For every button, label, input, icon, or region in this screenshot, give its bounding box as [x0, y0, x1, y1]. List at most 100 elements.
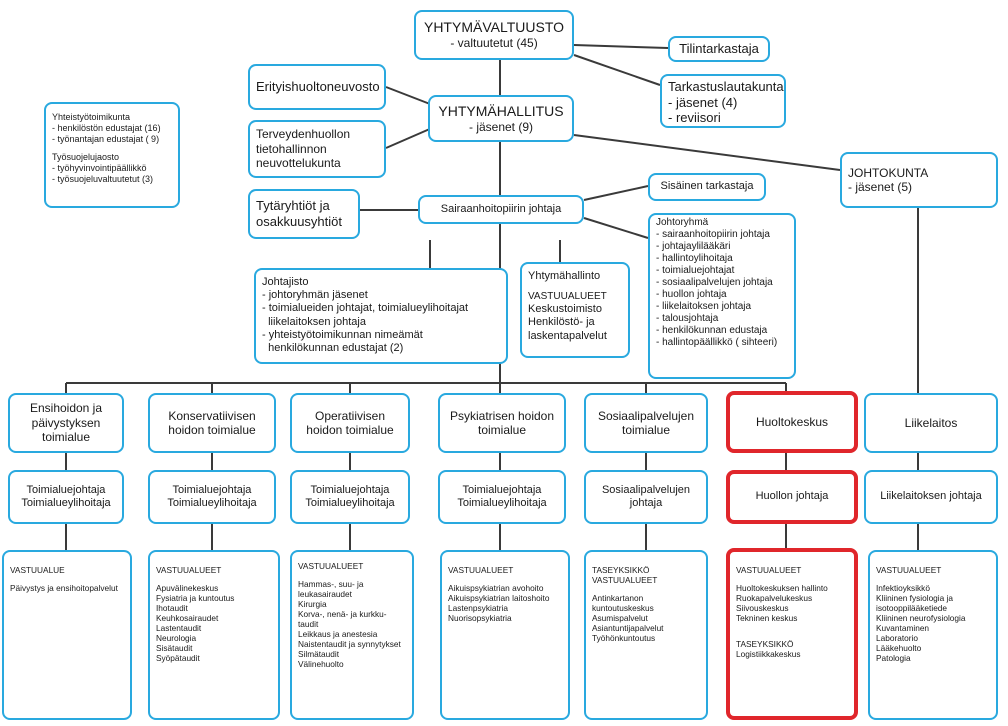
- internal-audit-label: Sisäinen tarkastaja: [660, 180, 754, 193]
- division-resp-item: Korva-, nenä- ja kurkku-: [298, 608, 387, 619]
- division-resp-item: Välinehuolto: [298, 658, 344, 669]
- auditor-label: Tilintarkastaja: [679, 41, 759, 57]
- division-lead-box: Toimialuejohtaja Toimialueylihoitaja: [8, 470, 124, 524]
- management-box: JOHTOKUNTA - jäsenet (5): [840, 152, 998, 208]
- leadership-member: - toimialueiden johtajat, toimialueyliho…: [262, 302, 469, 315]
- safety-line: - työhyvinvointipäällikkö: [52, 163, 147, 174]
- division-resp-item: Hammas-, suu- ja: [298, 578, 364, 589]
- division-resp-item: isotooppilääketiede: [876, 602, 948, 613]
- exec-group-member: - talousjohtaja: [656, 313, 719, 324]
- division-resp-item: Aikuispsykiatrian avohoito: [448, 582, 544, 593]
- leadership-list: - johtoryhmän jäsenet - toimialueiden jo…: [262, 289, 500, 355]
- division-resp-item: Logistiikkakeskus: [736, 648, 801, 659]
- auditor-box: Tilintarkastaja: [668, 36, 770, 62]
- division-resp-item: Kuvantaminen: [876, 622, 930, 633]
- management-title: JOHTOKUNTA: [848, 165, 929, 180]
- council-sub: - valtuutetut (45): [450, 36, 538, 51]
- subsidiaries-line: Tytäryhtiöt ja: [256, 198, 330, 214]
- division-resp-box: VASTUUALUE Päivystys ja ensihoitopalvelu…: [2, 550, 132, 720]
- division-resp-item: leukasairaudet: [298, 588, 352, 599]
- health-it-line: Terveydenhuollon: [256, 127, 351, 142]
- board-sub: - jäsenet (9): [468, 119, 534, 134]
- audit-board-line: - jäsenet (4): [668, 94, 738, 110]
- division-resp-item: Nuorisopsykiatria: [448, 612, 512, 623]
- division-box: Sosiaalipalvelujen toimialue: [584, 393, 708, 453]
- cooperation-line: - henkilöstön edustajat (16): [52, 122, 161, 133]
- cooperation-box: Yhteistyötoimikunta - henkilöstön edusta…: [44, 102, 180, 208]
- division-lead-box: Liikelaitoksen johtaja: [864, 470, 998, 524]
- division-resp-item: Leikkaus ja anestesia: [298, 628, 378, 639]
- division-name: Operatiivisen: [314, 408, 386, 423]
- division-lead: Toimialueylihoitaja: [457, 497, 547, 509]
- exec-group-member: - sairaanhoitopiirin johtaja: [656, 229, 770, 240]
- division-name: Liikelaitos: [904, 415, 958, 430]
- division-resp-item: kuntoutuskeskus: [592, 602, 654, 613]
- leadership-member: henkilökunnan edustajat (2): [262, 341, 404, 354]
- division-resp-item: Tekninen keskus: [736, 612, 798, 623]
- council-box: YHTYMÄVALTUUSTO - valtuutetut (45): [414, 10, 574, 60]
- audit-board-box: Tarkastuslautakunta - jäsenet (4) - revi…: [660, 74, 786, 128]
- safety-title: Työsuojelujaosto: [52, 152, 120, 163]
- division-name: toimialue: [477, 423, 527, 437]
- division-lead: Toimialueylihoitaja: [167, 497, 257, 509]
- management-sub: - jäsenet (5): [848, 180, 913, 194]
- division-lead-box: Sosiaalipalvelujen johtaja: [584, 470, 708, 524]
- division-box: Psykiatrisen hoidon toimialue: [438, 393, 566, 453]
- division-name: Huoltokeskus: [755, 414, 829, 429]
- exec-group-member: - henkilökunnan edustaja: [656, 325, 768, 336]
- division-box: Liikelaitos: [864, 393, 998, 453]
- division-name: Ensihoidon ja: [29, 401, 103, 416]
- cooperation-line: - työnantajan edustajat ( 9): [52, 133, 160, 144]
- division-lead: Sosiaalipalvelujen: [601, 483, 691, 496]
- division-resp-item: Kirurgia: [298, 598, 327, 609]
- council-title: YHTYMÄVALTUUSTO: [423, 19, 565, 36]
- division-lead-box: Toimialuejohtaja Toimialueylihoitaja: [148, 470, 276, 524]
- exec-group-member: - toimialuejohtajat: [656, 265, 735, 276]
- division-lead: Liikelaitoksen johtaja: [880, 490, 982, 503]
- division-resp-title: VASTUUALUEET: [156, 565, 222, 575]
- division-resp-title: TASEYKSIKKÖ: [736, 638, 794, 649]
- director-label: Sairaanhoitopiirin johtaja: [440, 202, 562, 215]
- division-resp-item: Patologia: [876, 652, 911, 663]
- health-it-line: tietohallinnon: [256, 141, 327, 156]
- exec-group-member: - sosiaalipalvelujen johtaja: [656, 277, 773, 288]
- division-resp-item: Asumispalvelut: [592, 612, 648, 623]
- exec-group-list: - sairaanhoitopiirin johtaja - johtajayl…: [656, 229, 788, 349]
- division-resp-item: Lastentaudit: [156, 622, 202, 633]
- division-resp-item: Naistentaudit ja synnytykset: [298, 638, 401, 649]
- division-resp-item: Antinkartanon: [592, 592, 644, 603]
- division-resp-box: VASTUUALUEET Aikuispsykiatrian avohoito …: [440, 550, 570, 720]
- health-it-box: Terveydenhuollon tietohallinnon neuvotte…: [248, 120, 386, 178]
- leadership-member: - johtoryhmän jäsenet: [262, 289, 368, 302]
- division-lead: Toimialuejohtaja: [310, 483, 390, 496]
- division-lead: Toimialuejohtaja: [462, 483, 542, 496]
- division-box: Ensihoidon ja päivystyksen toimialue: [8, 393, 124, 453]
- division-resp-title: VASTUUALUEET: [298, 561, 364, 571]
- exec-group-member: - huollon johtaja: [656, 289, 727, 300]
- leadership-box: Johtajisto - johtoryhmän jäsenet - toimi…: [254, 268, 508, 364]
- division-resp-item: Ruokapalvelukeskus: [736, 592, 813, 603]
- leadership-title: Johtajisto: [262, 276, 309, 288]
- special-care-label: Erityishuoltoneuvosto: [256, 79, 380, 95]
- division-resp-title: VASTUUALUE: [10, 565, 65, 575]
- subsidiaries-line: osakkuusyhtiöt: [256, 214, 342, 229]
- division-name: Konservatiivisen: [168, 408, 256, 423]
- division-resp-item: Kliininen fysiologia ja: [876, 592, 954, 603]
- division-lead: johtaja: [629, 497, 663, 509]
- exec-group-member: - hallintoylihoitaja: [656, 253, 733, 264]
- safety-line: - työsuojeluvaltuutetut (3): [52, 173, 154, 184]
- division-resp-item: Ihotaudit: [156, 602, 188, 613]
- exec-group-title: Johtoryhmä: [656, 217, 709, 228]
- division-resp-item: Infektioyksikkö: [876, 582, 930, 593]
- division-name: toimialue: [621, 423, 671, 437]
- division-resp-item: Lääkehuolto: [876, 642, 922, 653]
- leadership-member: liikelaitoksen johtaja: [262, 315, 366, 328]
- division-lead-box-highlighted: Huollon johtaja: [726, 470, 858, 524]
- internal-audit-box: Sisäinen tarkastaja: [648, 173, 766, 201]
- division-name: hoidon toimialue: [306, 423, 394, 437]
- division-box-highlighted: Huoltokeskus: [726, 391, 858, 453]
- audit-board-line: - reviisori: [668, 110, 721, 126]
- division-resp-box: VASTUUALUEET Apuvälinekeskus Fysiatria j…: [148, 550, 280, 720]
- division-lead-box: Toimialuejohtaja Toimialueylihoitaja: [438, 470, 566, 524]
